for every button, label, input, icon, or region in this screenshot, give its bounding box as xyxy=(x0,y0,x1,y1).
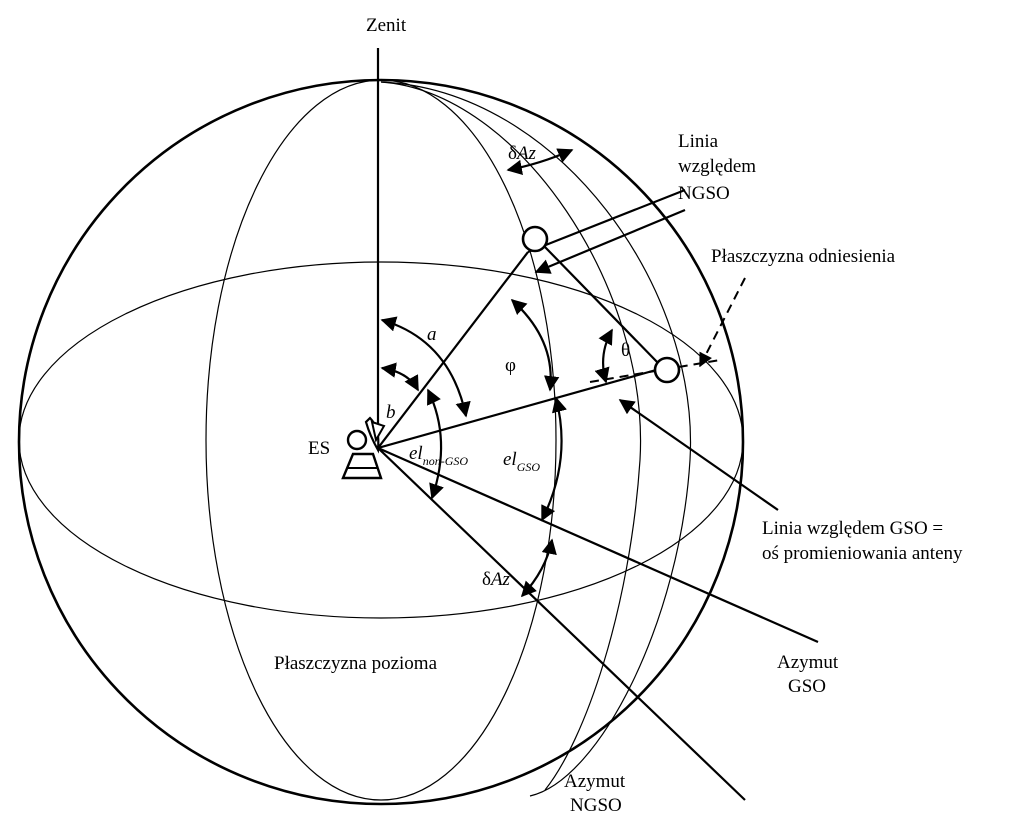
ngso-line-upper xyxy=(527,188,686,254)
ngso-line-lower xyxy=(377,251,529,449)
ngso-line-label-1: Linia xyxy=(678,131,719,152)
azimuth-gso-line xyxy=(377,446,819,644)
delta-az-bottom-greek: δ xyxy=(482,569,491,590)
reference-plane-label: Płaszczyzna odniesienia xyxy=(711,246,896,267)
angle-delta-az-bottom-arc xyxy=(520,538,557,598)
angle-theta-arc xyxy=(594,328,613,384)
ngso-line-label-3: NGSO xyxy=(678,183,730,204)
meridian-arc-inner xyxy=(380,81,642,791)
azimuth-gso-label-1: Azymut xyxy=(777,652,839,673)
angle-b-label: b xyxy=(386,402,396,423)
horizontal-plane-ellipse xyxy=(18,261,744,619)
delta-az-bottom-main: Az xyxy=(489,569,511,590)
angle-b-arc xyxy=(380,362,419,392)
angle-el-gso-arc xyxy=(541,396,567,522)
ngso-to-gso-line xyxy=(543,245,661,366)
angle-theta-label: θ xyxy=(621,340,630,361)
el-gso-sub: GSO xyxy=(517,460,541,474)
el-ngso-sub: non-GSO xyxy=(423,454,469,468)
gso-line-label-1: Linia względem GSO = xyxy=(762,518,943,539)
gso-satellite xyxy=(653,356,681,384)
el-gso-main: el xyxy=(503,449,517,470)
angle-a-arc xyxy=(380,316,471,418)
el-gso-label: elGSO xyxy=(503,449,540,474)
delta-az-bottom-label: δAz xyxy=(482,569,511,590)
el-ngso-main: el xyxy=(409,443,423,464)
gso-line-label-2: oś promieniowania anteny xyxy=(762,543,963,564)
delta-az-top-label: δAz xyxy=(508,143,537,164)
delta-az-top-greek: δ xyxy=(508,143,517,164)
el-ngso-label: elnon-GSO xyxy=(409,443,468,468)
angle-phi-arc xyxy=(510,298,560,392)
azimuth-gso-label-2: GSO xyxy=(788,676,826,697)
meridian-arc-outer xyxy=(380,81,692,797)
angle-el-ngso-arc xyxy=(427,388,444,500)
angle-phi-label: φ xyxy=(505,355,516,376)
ngso-line-pointer xyxy=(534,208,686,274)
delta-az-top-main: Az xyxy=(515,143,537,164)
reference-plane-pointer xyxy=(699,277,746,368)
angle-a-label: a xyxy=(427,324,437,345)
azimuth-ngso-label-2: NGSO xyxy=(570,795,622,816)
angle-delta-az-top-arc xyxy=(506,148,574,176)
earth-station-label: ES xyxy=(308,438,330,459)
azimuth-ngso-label-1: Azymut xyxy=(564,771,626,792)
azimuth-ngso-line xyxy=(377,447,746,801)
zenith-label: Zenit xyxy=(366,15,407,36)
meridian-ellipse-front xyxy=(205,79,557,801)
ngso-line-label-2: względem xyxy=(678,156,756,177)
antenna-axis-pointer xyxy=(618,399,779,511)
earth-station-icon xyxy=(341,416,386,480)
ngso-satellite xyxy=(521,225,549,253)
gso-axis-line xyxy=(377,368,657,450)
horizontal-plane-label: Płaszczyzna pozioma xyxy=(274,653,438,674)
